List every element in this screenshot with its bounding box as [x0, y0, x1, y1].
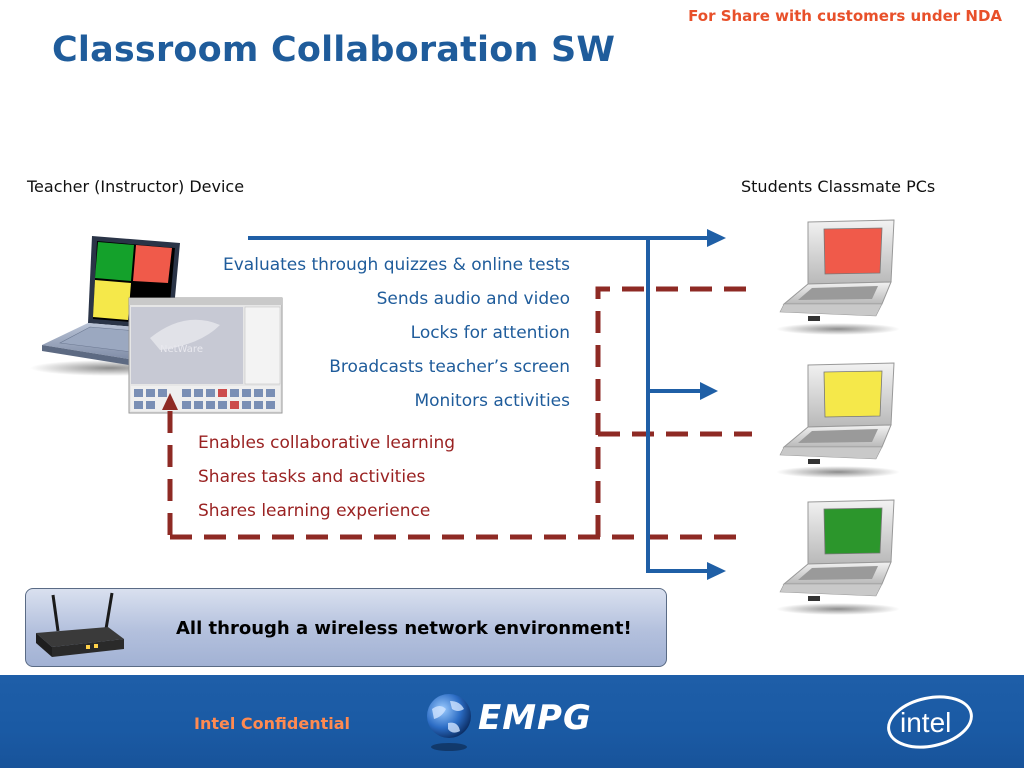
student-function-list: Enables collaborative learning Shares ta…	[198, 431, 455, 533]
teacher-broadcast-connector	[248, 236, 710, 573]
student-laptop-icon	[776, 499, 900, 615]
student-laptop-icon	[776, 219, 900, 335]
list-item: Enables collaborative learning	[198, 433, 456, 453]
list-item: Broadcasts teacher’s screen	[329, 357, 570, 377]
list-item: Sends audio and video	[376, 289, 570, 309]
wireless-router-icon	[36, 592, 124, 657]
svg-text:NetWare: NetWare	[160, 344, 203, 355]
wireless-callout-text: All through a wireless network environme…	[176, 618, 632, 639]
page-title: Classroom Collaboration SW	[52, 30, 616, 70]
red-arrow-head	[162, 393, 178, 410]
footer-bar: Intel Confidential EMPG intel	[0, 675, 1024, 768]
globe-icon	[427, 694, 471, 751]
list-item: Monitors activities	[414, 391, 570, 411]
nda-notice: For Share with customers under NDA	[688, 7, 1002, 25]
list-item: Locks for attention	[410, 323, 570, 343]
empg-logo: EMPG	[478, 698, 592, 738]
intel-logo: intel	[887, 695, 973, 749]
student-laptop-icon	[776, 362, 900, 478]
list-item: Evaluates through quizzes & online tests	[223, 255, 570, 275]
blue-arrow-heads	[700, 229, 726, 580]
students-pcs-label: Students Classmate PCs	[741, 177, 936, 196]
software-window-icon: NetWare	[128, 297, 283, 414]
list-item: Shares tasks and activities	[198, 467, 426, 487]
intel-logo-text: intel	[900, 707, 951, 738]
teacher-function-list: Evaluates through quizzes & online tests…	[180, 253, 570, 423]
wireless-callout: All through a wireless network environme…	[25, 588, 667, 667]
confidential-label: Intel Confidential	[194, 714, 350, 733]
teacher-device-label: Teacher (Instructor) Device	[27, 177, 245, 196]
list-item: Shares learning experience	[198, 501, 431, 521]
